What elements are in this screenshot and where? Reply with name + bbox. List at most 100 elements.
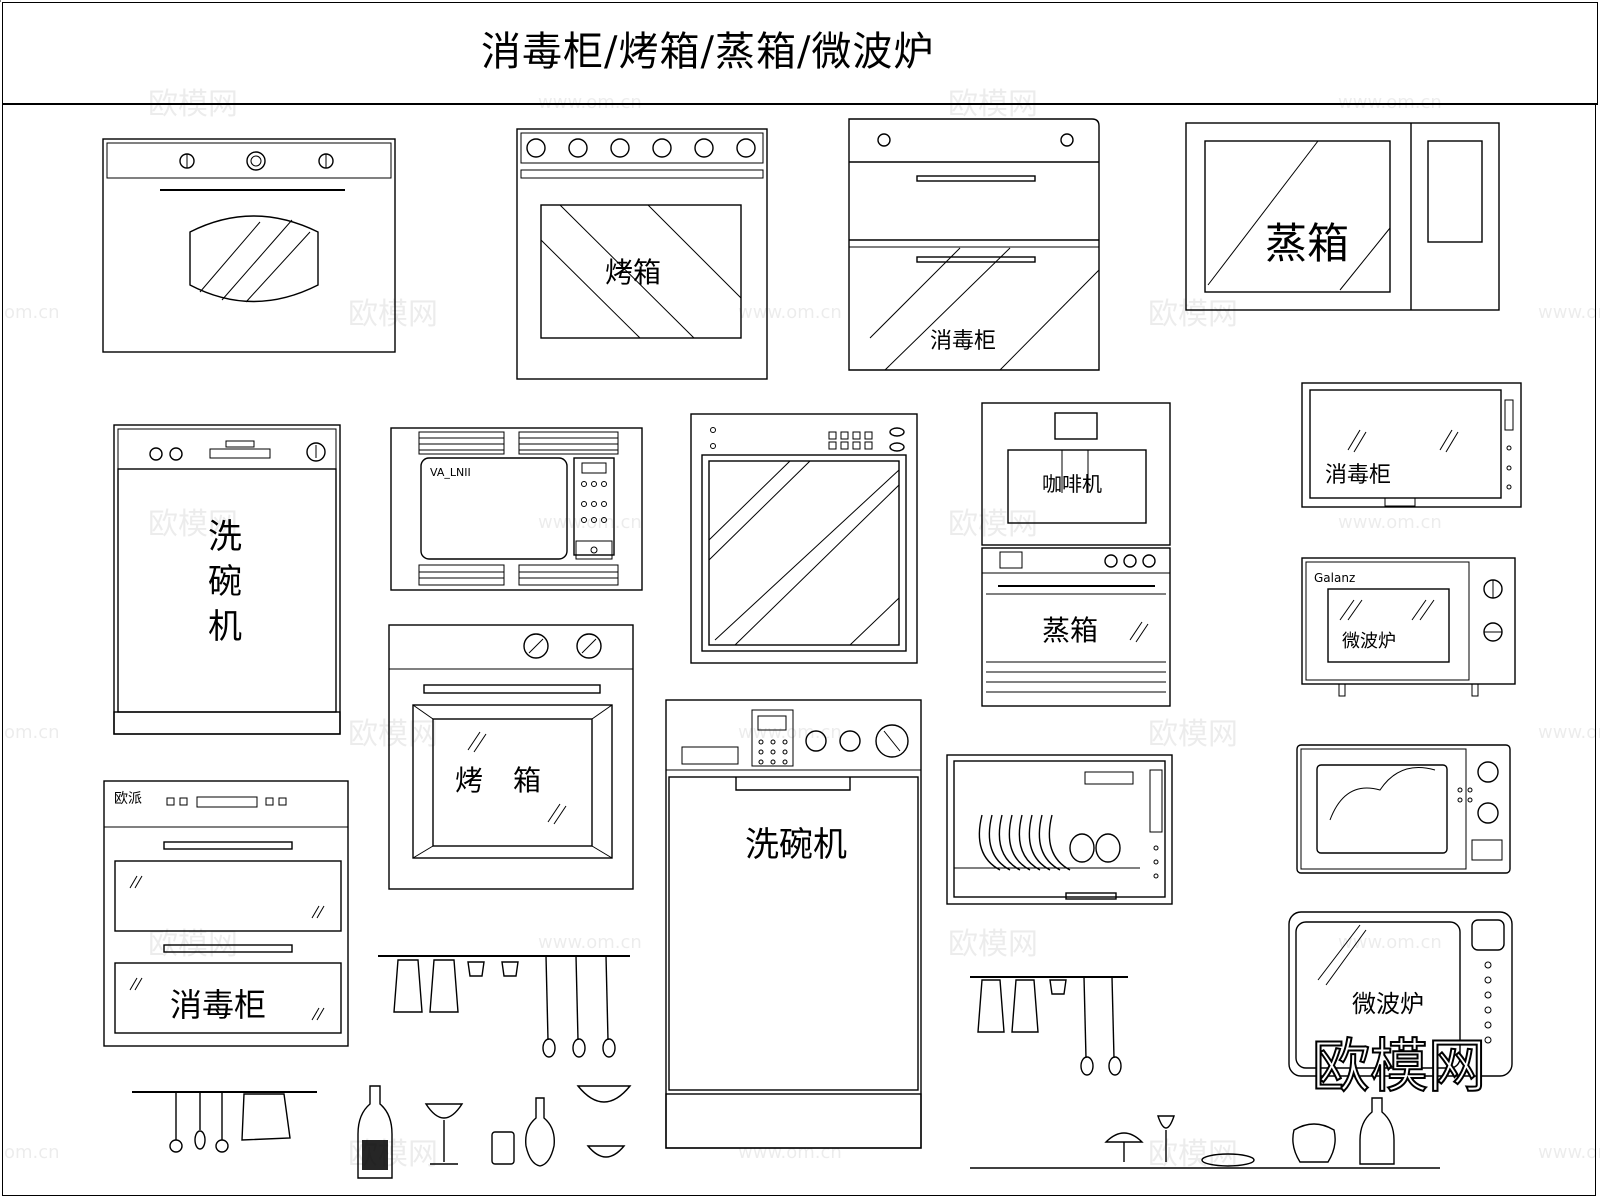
dishwasher-door	[668, 776, 919, 1091]
door-handle	[423, 684, 601, 694]
microwave-plain	[1296, 744, 1511, 874]
brand-label: VA_LNII	[430, 466, 471, 479]
watermark-cn: 欧模网	[148, 87, 238, 122]
dishwasher-label-3: 机	[208, 607, 242, 647]
knob-icon	[1477, 802, 1499, 824]
towel-icon	[1011, 979, 1039, 1033]
microwave-label: 微波炉	[1352, 990, 1424, 1018]
steriliser-label: 消毒柜	[170, 986, 266, 1024]
knob-icon	[576, 633, 602, 659]
knob-icon	[805, 730, 827, 752]
utensil-rail-small	[132, 1091, 317, 1153]
steamer-small: 蒸箱	[981, 547, 1171, 707]
watermark-url: www.om.cn	[738, 302, 842, 323]
wine-bottle-icon	[357, 1085, 393, 1179]
dishwasher-label-1: 洗	[208, 517, 242, 557]
watermark-cn: 欧模网	[1148, 297, 1238, 332]
knob-icon	[736, 138, 756, 158]
wine-glass-icon	[424, 1103, 464, 1119]
control-panel	[573, 457, 615, 556]
knob-icon	[1104, 554, 1118, 568]
knob-icon	[1123, 554, 1137, 568]
knob-icon	[839, 730, 861, 752]
steriliser-two-drawer: 消毒柜	[848, 118, 1100, 371]
towel-icon	[393, 959, 423, 1013]
watermark-url: www.om.cn	[538, 92, 642, 113]
knob-icon	[652, 138, 672, 158]
door-handle	[735, 777, 851, 791]
dish-rack-steriliser	[946, 754, 1173, 905]
bowl-icon	[576, 1085, 632, 1103]
oven-label: 烤箱	[605, 256, 661, 289]
tableware-left	[357, 1085, 632, 1179]
mug-icon	[501, 961, 519, 977]
watermark-url: www.om.cn	[538, 512, 642, 533]
drawer-handle	[163, 841, 293, 850]
steriliser-oupai: 欧派 消毒柜	[103, 780, 349, 1047]
steriliser-label: 消毒柜	[1325, 463, 1391, 488]
knob-icon	[875, 724, 909, 758]
utensil-rail-right	[970, 976, 1128, 1076]
ladle-icon	[542, 1038, 556, 1058]
ladle-icon	[1108, 1056, 1122, 1076]
oven-two-knobs: 烤 箱	[388, 624, 634, 890]
display	[1054, 412, 1098, 440]
watermark-cn: 欧模网	[148, 507, 238, 542]
coffee-label: 咖啡机	[1042, 472, 1102, 496]
microwave-valnii: VA_LNII	[390, 427, 643, 591]
timer-dial-icon	[246, 151, 266, 171]
oven-window	[189, 215, 319, 303]
watermark-cn: 欧模网	[948, 507, 1038, 542]
display	[1471, 919, 1505, 951]
watermark-url: www.om.cn	[1338, 92, 1442, 113]
knob-icon	[169, 447, 183, 461]
oven-window	[708, 460, 900, 646]
plate-icon	[978, 814, 1001, 871]
display	[999, 551, 1023, 569]
watermark-url: www.om.cn	[538, 932, 642, 953]
oven-window	[432, 718, 593, 847]
steriliser-small: 消毒柜	[1301, 382, 1522, 508]
dishwasher-freestanding: 洗碗机	[665, 699, 922, 1149]
whisk-icon	[194, 1130, 206, 1150]
watermark-url: www.om.cn	[1538, 1142, 1600, 1163]
bottle-icon	[525, 1097, 555, 1167]
dishwasher-label: 洗碗机	[745, 825, 847, 865]
ladle-icon	[602, 1038, 616, 1058]
watermark-url: www.om.cn	[1538, 302, 1600, 323]
drawer-handle	[163, 944, 293, 953]
ladle-icon	[572, 1038, 586, 1058]
watermark-url: www.om.cn	[1538, 722, 1600, 743]
utensil-rail-left	[378, 955, 630, 1058]
watermark-url: www.om.cn	[1338, 932, 1442, 953]
towel-icon	[977, 979, 1005, 1033]
microwave-window	[1327, 588, 1450, 663]
steriliser-label: 消毒柜	[930, 329, 996, 354]
microwave-retro: 微波炉 欧模网	[1288, 911, 1513, 1101]
microwave-window	[420, 457, 568, 560]
knob-icon	[610, 138, 630, 158]
wine-glass-icon	[1157, 1115, 1175, 1129]
display	[196, 796, 258, 808]
watermark-url: www.om.cn	[1338, 512, 1442, 533]
dishwasher-vertical-label: 洗 碗 机	[113, 424, 341, 735]
microwave-label: 微波炉	[1342, 631, 1396, 652]
steamer-large: 蒸箱	[1185, 122, 1500, 311]
watermark-url: om.cn	[4, 722, 60, 743]
knob-icon	[1142, 554, 1156, 568]
built-in-oven-three-knobs	[0, 0, 396, 353]
ladle-icon	[215, 1139, 229, 1153]
bowl-stack-icon	[1095, 833, 1121, 863]
microwave-galanz: Galanz 微波炉	[1301, 557, 1516, 697]
knob-icon	[523, 633, 549, 659]
tableware-right	[970, 1097, 1440, 1169]
mug-icon	[467, 961, 485, 977]
bread-icon	[1104, 1132, 1144, 1143]
plate-icon	[1201, 1153, 1255, 1167]
display	[681, 746, 739, 765]
steamer-window	[1204, 140, 1391, 293]
watermark-url: www.om.cn	[738, 722, 842, 743]
towel-icon	[241, 1093, 291, 1141]
